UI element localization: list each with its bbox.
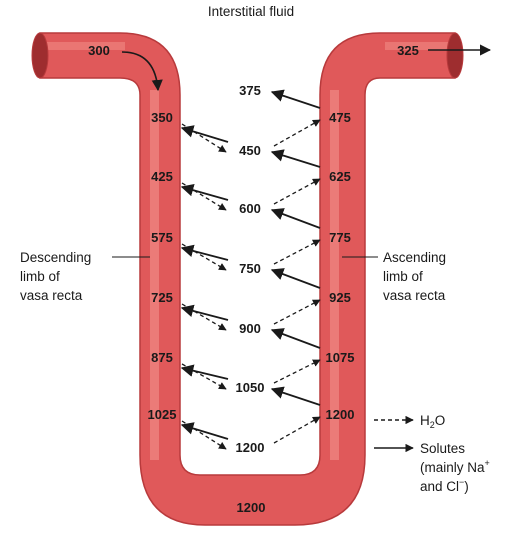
solute-arrow bbox=[270, 89, 321, 109]
solute-arrow bbox=[180, 304, 229, 321]
descending-highlight bbox=[150, 90, 159, 460]
descending-value: 425 bbox=[151, 169, 173, 184]
descending-value: 725 bbox=[151, 290, 173, 305]
descending-label-line-2: limb of bbox=[20, 269, 60, 284]
descending-limb-label: Descending limb of vasa recta bbox=[20, 250, 150, 303]
inflow-highlight bbox=[45, 42, 125, 50]
bottom-value: 1200 bbox=[237, 500, 266, 515]
ascending-value: 1200 bbox=[326, 407, 355, 422]
legend-solutes-line-3: and Cl−) bbox=[420, 477, 469, 494]
interstitial-value: 1050 bbox=[236, 380, 265, 395]
outflow-highlight bbox=[385, 42, 450, 50]
solute-arrow bbox=[270, 208, 321, 229]
water-arrow bbox=[181, 303, 227, 331]
descending-value: 350 bbox=[151, 110, 173, 125]
water-arrow bbox=[273, 119, 321, 147]
ascending-highlight bbox=[330, 90, 339, 460]
vessel-body bbox=[39, 32, 456, 526]
descending-label-line-3: vasa recta bbox=[20, 288, 83, 303]
ascending-limb-label: Ascending limb of vasa recta bbox=[342, 250, 446, 303]
water-arrow bbox=[273, 178, 321, 205]
ascending-label-line-1: Ascending bbox=[383, 250, 446, 265]
solute-arrow bbox=[270, 386, 321, 406]
inflow-arrow bbox=[121, 51, 163, 92]
water-arrow bbox=[181, 243, 227, 271]
interstitial-value: 900 bbox=[239, 321, 261, 336]
legend-solutes-line-2: (mainly Na+ bbox=[420, 458, 490, 475]
ascending-value: 775 bbox=[329, 230, 351, 245]
ascending-value: 475 bbox=[329, 110, 351, 125]
vasa-recta-vessel bbox=[31, 32, 464, 526]
interstitial-value: 600 bbox=[239, 201, 261, 216]
inflow-opening bbox=[31, 32, 49, 79]
solute-arrow bbox=[180, 125, 229, 143]
water-arrow bbox=[181, 363, 227, 390]
descending-value: 1025 bbox=[148, 407, 177, 422]
legend-water-label: H2O bbox=[420, 413, 445, 430]
legend: H2O Solutes (mainly Na+ and Cl−) bbox=[374, 413, 490, 494]
descending-value: 575 bbox=[151, 230, 173, 245]
water-arrow bbox=[181, 123, 227, 153]
exchange-arrows bbox=[180, 89, 321, 450]
water-arrow bbox=[273, 239, 321, 265]
interstitial-fluid-title: Interstitial fluid bbox=[208, 4, 294, 19]
water-arrow bbox=[273, 299, 321, 325]
interstitial-value: 375 bbox=[239, 83, 261, 98]
ascending-label-line-2: limb of bbox=[383, 269, 423, 284]
ascending-label-line-3: vasa recta bbox=[383, 288, 446, 303]
descending-label-line-1: Descending bbox=[20, 250, 91, 265]
water-arrow bbox=[181, 420, 227, 450]
inflow-value: 300 bbox=[88, 43, 110, 58]
solute-arrow bbox=[270, 268, 321, 289]
solute-arrow bbox=[180, 244, 229, 261]
interstitial-value: 750 bbox=[239, 261, 261, 276]
solute-arrow bbox=[180, 184, 229, 201]
solute-arrow bbox=[270, 149, 321, 168]
outflow-value: 325 bbox=[397, 43, 419, 58]
interstitial-value: 450 bbox=[239, 143, 261, 158]
water-arrow bbox=[273, 359, 321, 384]
descending-value: 875 bbox=[151, 350, 173, 365]
outflow-opening bbox=[446, 32, 464, 79]
ascending-value: 925 bbox=[329, 290, 351, 305]
solute-arrow bbox=[180, 364, 229, 380]
solute-arrow bbox=[180, 422, 229, 440]
water-arrow bbox=[273, 416, 321, 444]
solute-arrow bbox=[270, 328, 321, 349]
interstitial-value: 1200 bbox=[236, 440, 265, 455]
ascending-value: 1075 bbox=[326, 350, 355, 365]
ascending-value: 625 bbox=[329, 169, 351, 184]
water-arrow bbox=[181, 182, 227, 211]
concentration-values: 350 425 575 725 875 1025 475 625 775 925 1075 1200 3… bbox=[148, 83, 355, 455]
legend-solutes-label: Solutes bbox=[420, 441, 465, 456]
